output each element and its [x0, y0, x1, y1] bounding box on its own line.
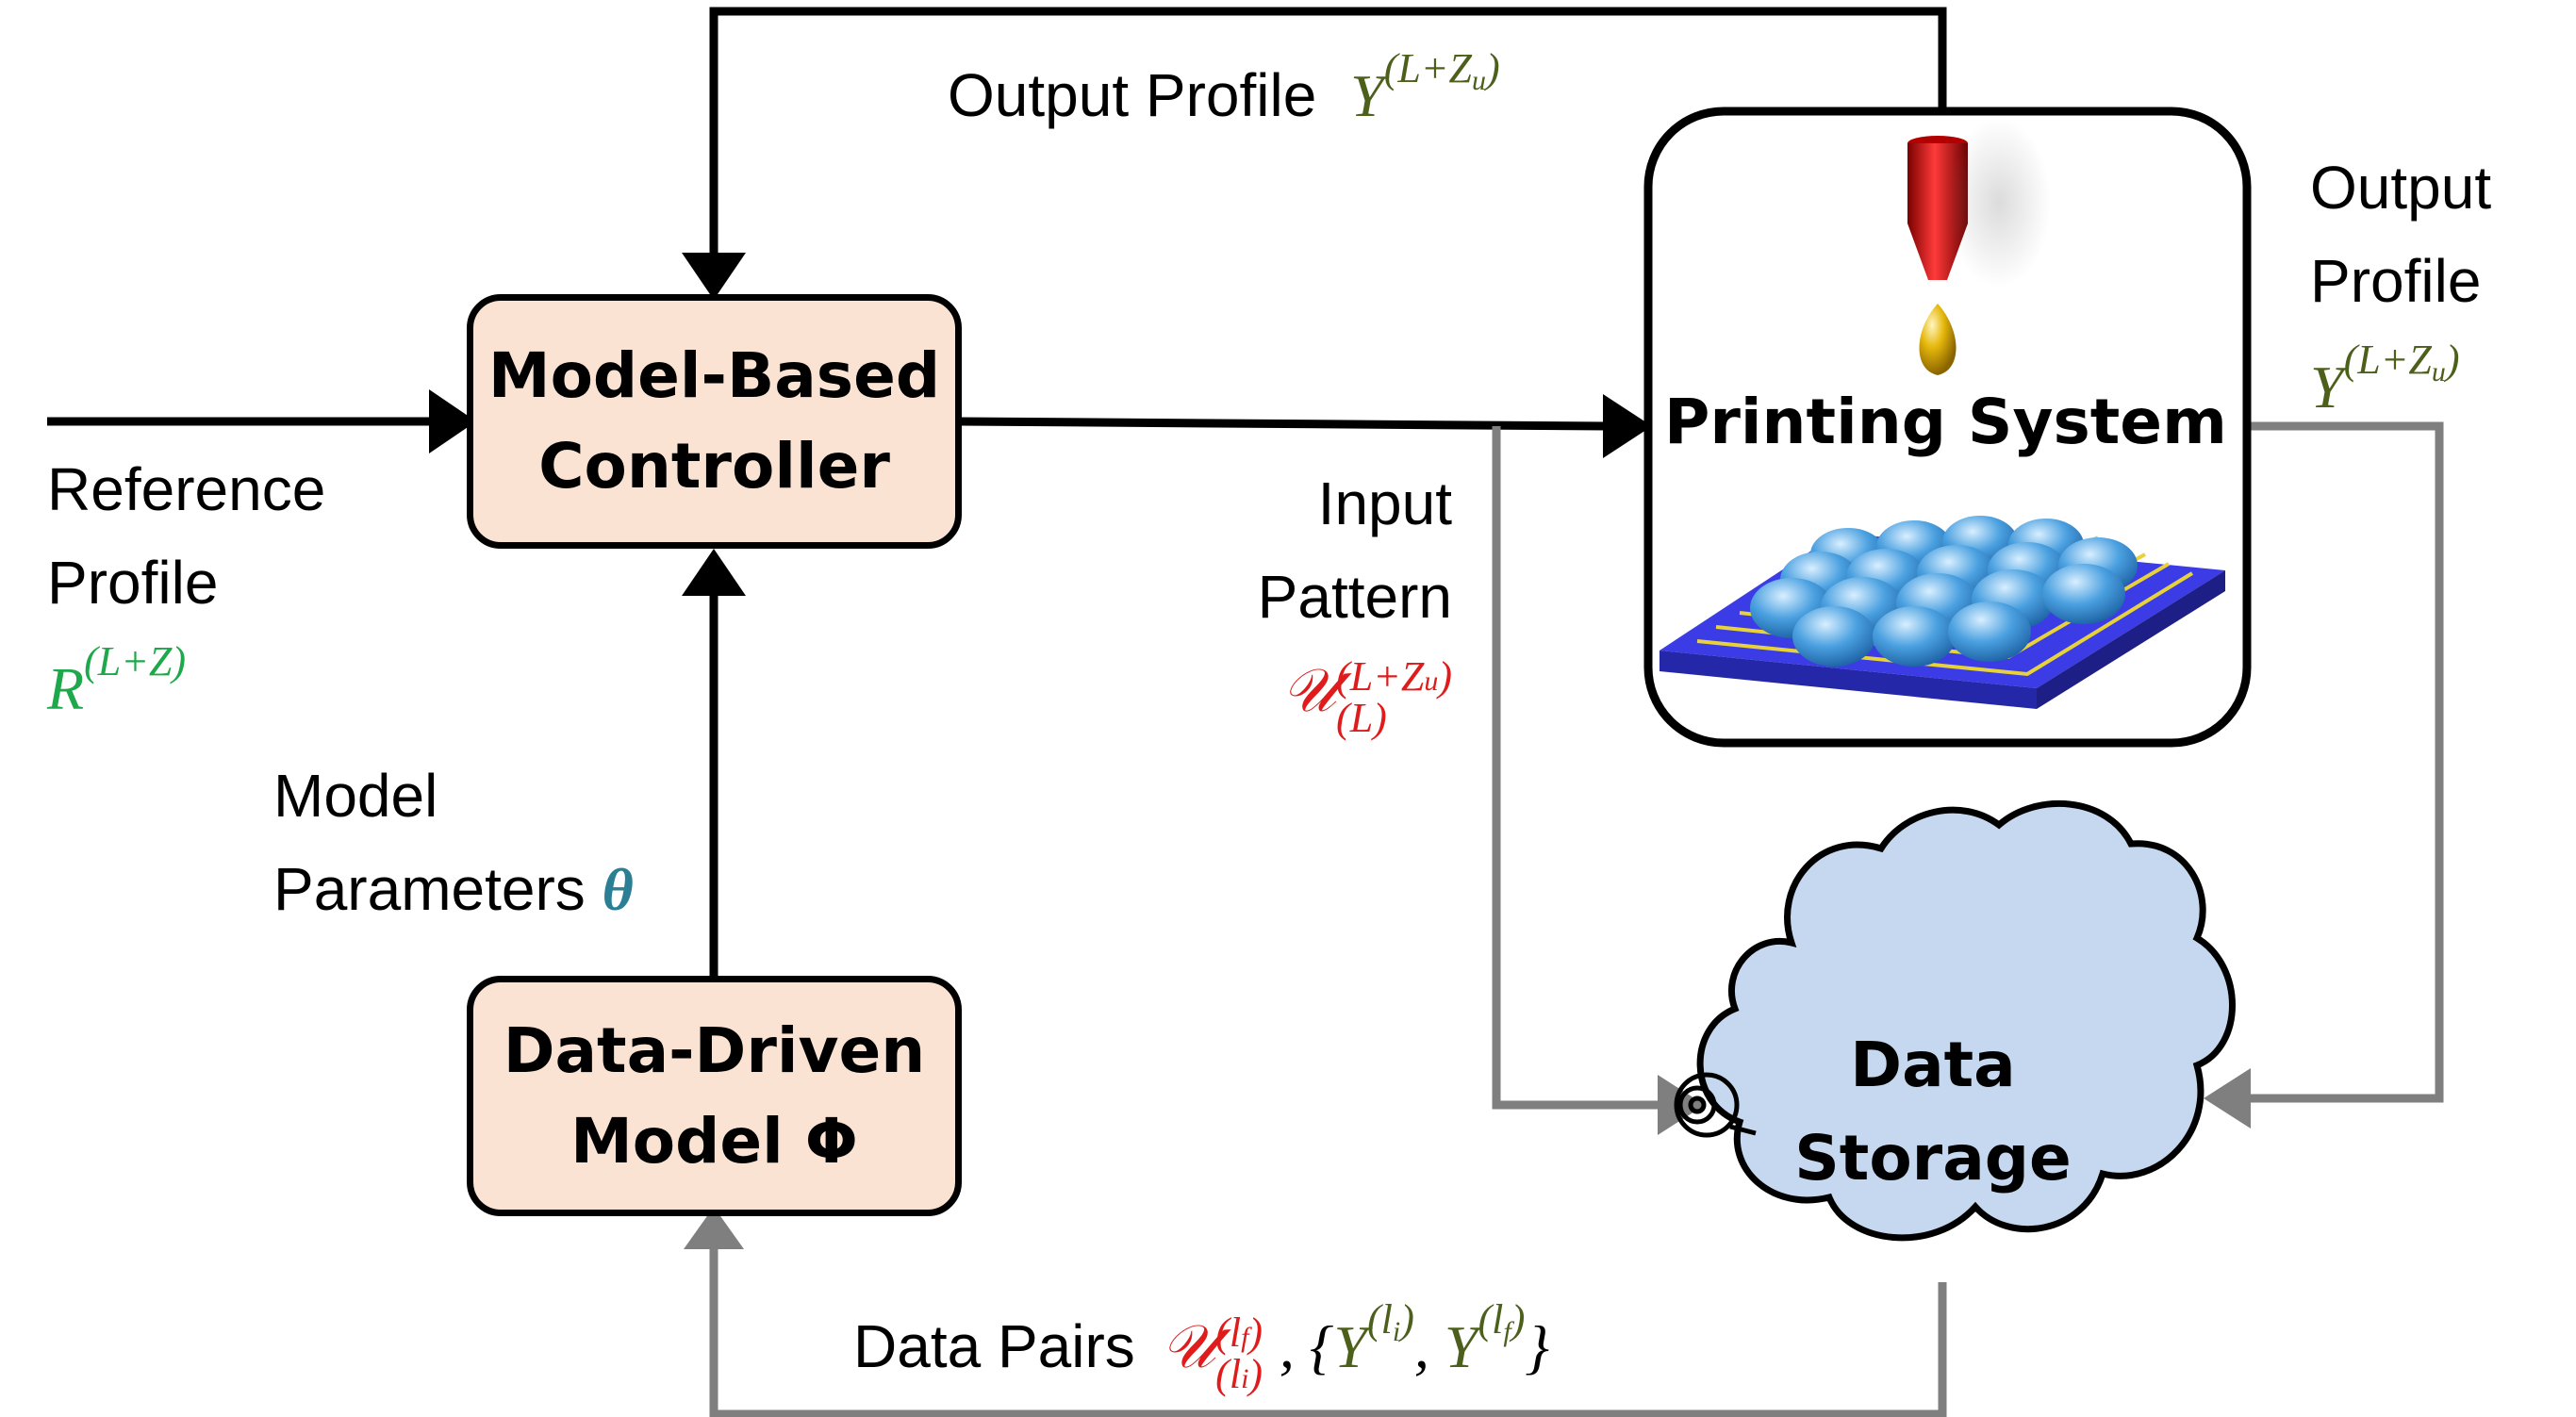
output-profile-top-label: Output Profile Y(L+Zu)	[948, 45, 1500, 131]
controller-title-line2: Controller	[538, 430, 890, 503]
arrowhead-parameters	[682, 549, 746, 596]
model-based-controller-box: Model-Based Controller	[467, 294, 962, 549]
gray-arrows	[709, 421, 2444, 1417]
controller-title-line1: Model-Based	[487, 339, 941, 413]
input-pattern-symbol: 𝒰(L+Zu)(L)	[1281, 653, 1452, 742]
printing-system-title: Printing System	[1664, 386, 2227, 458]
data-pairs-label: Data Pairs 𝒰(lf)(li) , {Y(li), Y(lf)}	[853, 1296, 1549, 1397]
feedback-arrow-line	[709, 7, 1947, 259]
reference-profile-symbol: R(L+Z)	[47, 638, 187, 723]
nozzle-icon	[1907, 118, 2051, 288]
output-to-storage-line	[2244, 421, 2444, 1103]
data-storage-line2: Storage	[1794, 1122, 2072, 1195]
data-pairs-text: Data Pairs	[853, 1312, 1135, 1380]
theta-symbol: θ	[602, 856, 634, 924]
input-arrow-line	[956, 417, 1609, 431]
black-arrowheads	[429, 253, 1652, 596]
arrowhead-input	[1603, 394, 1652, 458]
model-parameters-line1: Model	[273, 762, 438, 830]
printed-droplets	[1750, 516, 2138, 667]
output-profile-right-line2: Profile	[2310, 247, 2482, 316]
reference-profile-line1: Reference	[47, 455, 326, 523]
storage-to-model-line	[709, 1244, 1947, 1417]
reference-profile-line2: Profile	[47, 549, 219, 618]
data-storage-title: Data Storage	[1792, 1018, 2074, 1205]
black-arrows	[47, 7, 1947, 976]
data-pairs-y1-symbol: Y(li)	[1333, 1296, 1414, 1380]
input-pattern-label: Input Pattern 𝒰(L+Zu)(L)	[1183, 457, 1452, 739]
output-profile-right-label: Output Profile Y(L+Zu)	[2310, 141, 2491, 435]
input-to-storage-line	[1492, 426, 1664, 1110]
arrowhead-output-storage	[2204, 1068, 2251, 1129]
model-title-line2: Model Φ	[570, 1104, 858, 1178]
printed-substrate-icon	[1660, 516, 2225, 709]
storage-port-icon	[1674, 1072, 1757, 1138]
data-storage-line1: Data	[1850, 1029, 2016, 1101]
arrowhead-reference	[429, 389, 476, 453]
data-driven-model-box: Data-Driven Model Φ	[467, 976, 962, 1216]
output-profile-right-symbol: Y(L+Zu)	[2310, 337, 2460, 421]
input-pattern-line2: Pattern	[1257, 563, 1452, 632]
input-pattern-line1: Input	[1317, 470, 1452, 537]
output-profile-top-symbol: Y(L+Zu)	[1350, 45, 1500, 129]
arrowhead-storage-model	[684, 1207, 744, 1249]
arrowhead-feedback	[682, 253, 746, 300]
output-profile-top-text: Output Profile	[948, 61, 1317, 129]
output-profile-right-line1: Output	[2310, 154, 2492, 222]
data-pairs-u-symbol: 𝒰(lf)(li)	[1161, 1310, 1263, 1397]
model-parameters-label: Model Parameters θ	[273, 750, 634, 936]
reference-profile-label: Reference Profile R(L+Z)	[47, 443, 325, 736]
model-title-line1: Data-Driven	[503, 1013, 926, 1087]
droplet-icon	[1919, 304, 1957, 375]
model-parameters-line2: Parameters	[273, 855, 586, 924]
cloud-icon	[1696, 799, 2236, 1242]
data-pairs-y2-symbol: Y(lf)	[1444, 1296, 1526, 1380]
